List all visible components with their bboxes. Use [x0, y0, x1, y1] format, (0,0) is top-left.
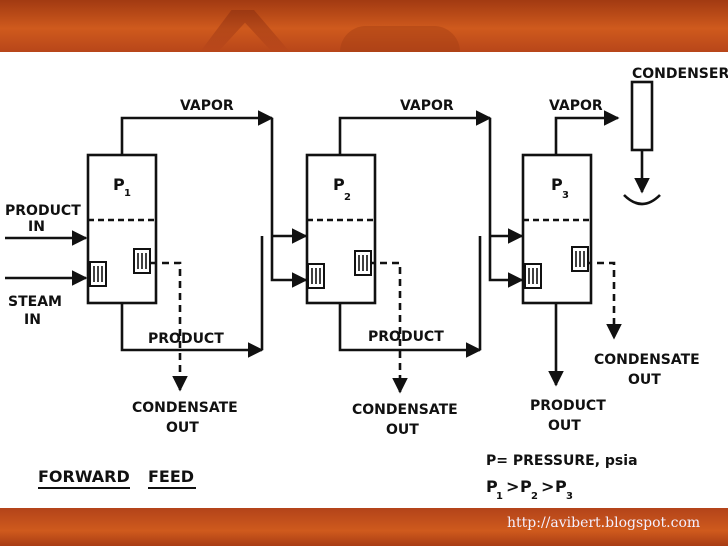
background-glyph: [340, 26, 460, 52]
condenser: [630, 80, 654, 152]
steam-in-label: STEAM: [8, 294, 62, 310]
legend-p3: P: [555, 477, 567, 496]
effect-label-2: P: [333, 175, 345, 194]
condensate-label-3: CONDENSATE: [594, 352, 700, 368]
effect-sub-3: 3: [562, 190, 569, 201]
legend-gt-1: >: [506, 477, 519, 496]
effect-sub-2: 2: [344, 192, 351, 203]
vapor-line-1: [120, 110, 274, 155]
legend-pressure: P= PRESSURE, psia: [486, 453, 638, 469]
footer-url-link[interactable]: http://avibert.blogspot.com: [507, 515, 701, 531]
condensate-line-2: [368, 261, 408, 394]
product-line-1: [120, 303, 264, 358]
footer-band: [0, 508, 728, 546]
product-out-label-2: OUT: [548, 418, 581, 434]
product-line-2: [338, 303, 482, 358]
condensate-line-1: [150, 261, 188, 392]
effect-label-1: P: [113, 175, 125, 194]
condensate-out-2: OUT: [386, 422, 419, 438]
condensate-label-1: CONDENSATE: [132, 400, 238, 416]
legend-sub3: 3: [566, 491, 573, 502]
product-in-label: PRODUCT: [5, 203, 81, 219]
vapor-label-1: VAPOR: [180, 98, 234, 114]
product-label-1: PRODUCT: [148, 331, 224, 347]
forward-feed-title-2: FEED: [148, 467, 194, 486]
effect-label-3: P: [551, 175, 563, 194]
condensate-out-1: OUT: [166, 420, 199, 436]
vapor-line-2: [338, 110, 492, 155]
product-in-label-2: IN: [28, 219, 45, 235]
product-label-2: PRODUCT: [368, 329, 444, 345]
steam-in-label-2: IN: [24, 312, 41, 328]
vapor-line-3: [554, 110, 620, 155]
legend-p1: P: [486, 477, 498, 496]
condensate-line-3: [585, 261, 622, 340]
legend-gt-2: >: [541, 477, 554, 496]
legend-sub1: 1: [496, 491, 503, 502]
product-out-label: PRODUCT: [530, 398, 606, 414]
vapor-label-3: VAPOR: [549, 98, 603, 114]
effect-sub-1: 1: [124, 188, 131, 199]
legend-p2: P: [520, 477, 532, 496]
background-glyph: [200, 10, 290, 52]
header-band: [0, 0, 728, 52]
condensate-out-3: OUT: [628, 372, 661, 388]
forward-feed-diagram: VAPOR VAPOR VAPOR CONDENSER P 1 P 2 P 3 …: [5, 66, 728, 502]
condensate-label-2: CONDENSATE: [352, 402, 458, 418]
condenser-label: CONDENSER: [632, 66, 728, 82]
forward-feed-title-1: FORWARD: [38, 467, 130, 486]
vapor-label-2: VAPOR: [400, 98, 454, 114]
legend-sub2: 2: [531, 491, 538, 502]
